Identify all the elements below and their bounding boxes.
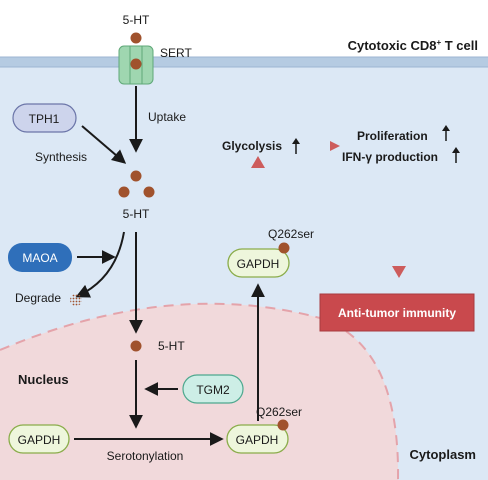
- serotonin-nuclear-label: 5-HT: [158, 339, 185, 353]
- up-arrow-icon: [442, 125, 450, 141]
- gapdh-serotonylated-nuclear: [226, 424, 289, 454]
- gapdh-serotonylated-cytoplasmic: [227, 248, 290, 278]
- q262-nuclear-label: Q262ser: [256, 405, 302, 419]
- function-to-immunity-arrowhead: [392, 266, 406, 278]
- uptake-label: Uptake: [148, 110, 186, 124]
- q262-serotonin-nuclear: [277, 419, 289, 431]
- cell-membrane: [0, 57, 488, 67]
- q262-serotonin-cytoplasmic: [278, 242, 290, 254]
- tph1-label: TPH1: [29, 112, 60, 126]
- gapdh-nuclear-label: GAPDH: [236, 433, 279, 447]
- serotonin-cytoplasm-label: 5-HT: [123, 207, 150, 221]
- gapdh-unmodified: [8, 424, 70, 454]
- up-arrow-icon: [452, 147, 460, 163]
- nucleus-label: Nucleus: [18, 372, 69, 387]
- serotonin-extracellular-label: 5-HT: [123, 13, 150, 27]
- serotonylation-label: Serotonylation: [107, 449, 184, 463]
- anti-tumor-immunity-label: Anti-tumor immunity: [338, 306, 456, 320]
- nuclear-envelope: [0, 302, 400, 480]
- cell-title: Cytotoxic CD8+ T cell: [348, 38, 478, 53]
- tgm2-enzyme: [182, 374, 244, 404]
- q262-cytoplasm-label: Q262ser: [268, 227, 314, 241]
- sert-label: SERT: [160, 46, 192, 60]
- up-arrow-icon: [292, 138, 300, 154]
- tph1-enzyme: [12, 103, 77, 133]
- maoa-enzyme: [8, 243, 72, 272]
- degrade-label: Degrade: [15, 291, 61, 305]
- glycolysis-label: Glycolysis: [222, 139, 282, 153]
- serotonin-molecule: [130, 32, 142, 44]
- glycolysis-to-function-arrowhead: [330, 141, 340, 151]
- gapdh-to-glycolysis-arrowhead: [251, 156, 265, 168]
- gapdh-cytoplasm-label: GAPDH: [237, 257, 280, 271]
- proliferation-label: Proliferation: [357, 129, 428, 143]
- synthesis-arrow: [81, 125, 127, 164]
- ifn-gamma-label: IFN-γ production: [342, 150, 438, 164]
- maoa-label: MAOA: [22, 251, 57, 265]
- cytoplasm-label: Cytoplasm: [410, 447, 476, 462]
- tgm2-label: TGM2: [196, 383, 230, 397]
- anti-tumor-immunity-box: [319, 293, 475, 332]
- serotonin-nuclear-molecule: [130, 340, 142, 352]
- synthesis-label: Synthesis: [35, 150, 87, 164]
- gapdh-left-label: GAPDH: [18, 433, 61, 447]
- degrade-arrow: [75, 231, 125, 298]
- serotonin-cluster: [118, 170, 155, 198]
- degraded-serotonin: [70, 294, 82, 306]
- sert-transporter: [118, 45, 154, 85]
